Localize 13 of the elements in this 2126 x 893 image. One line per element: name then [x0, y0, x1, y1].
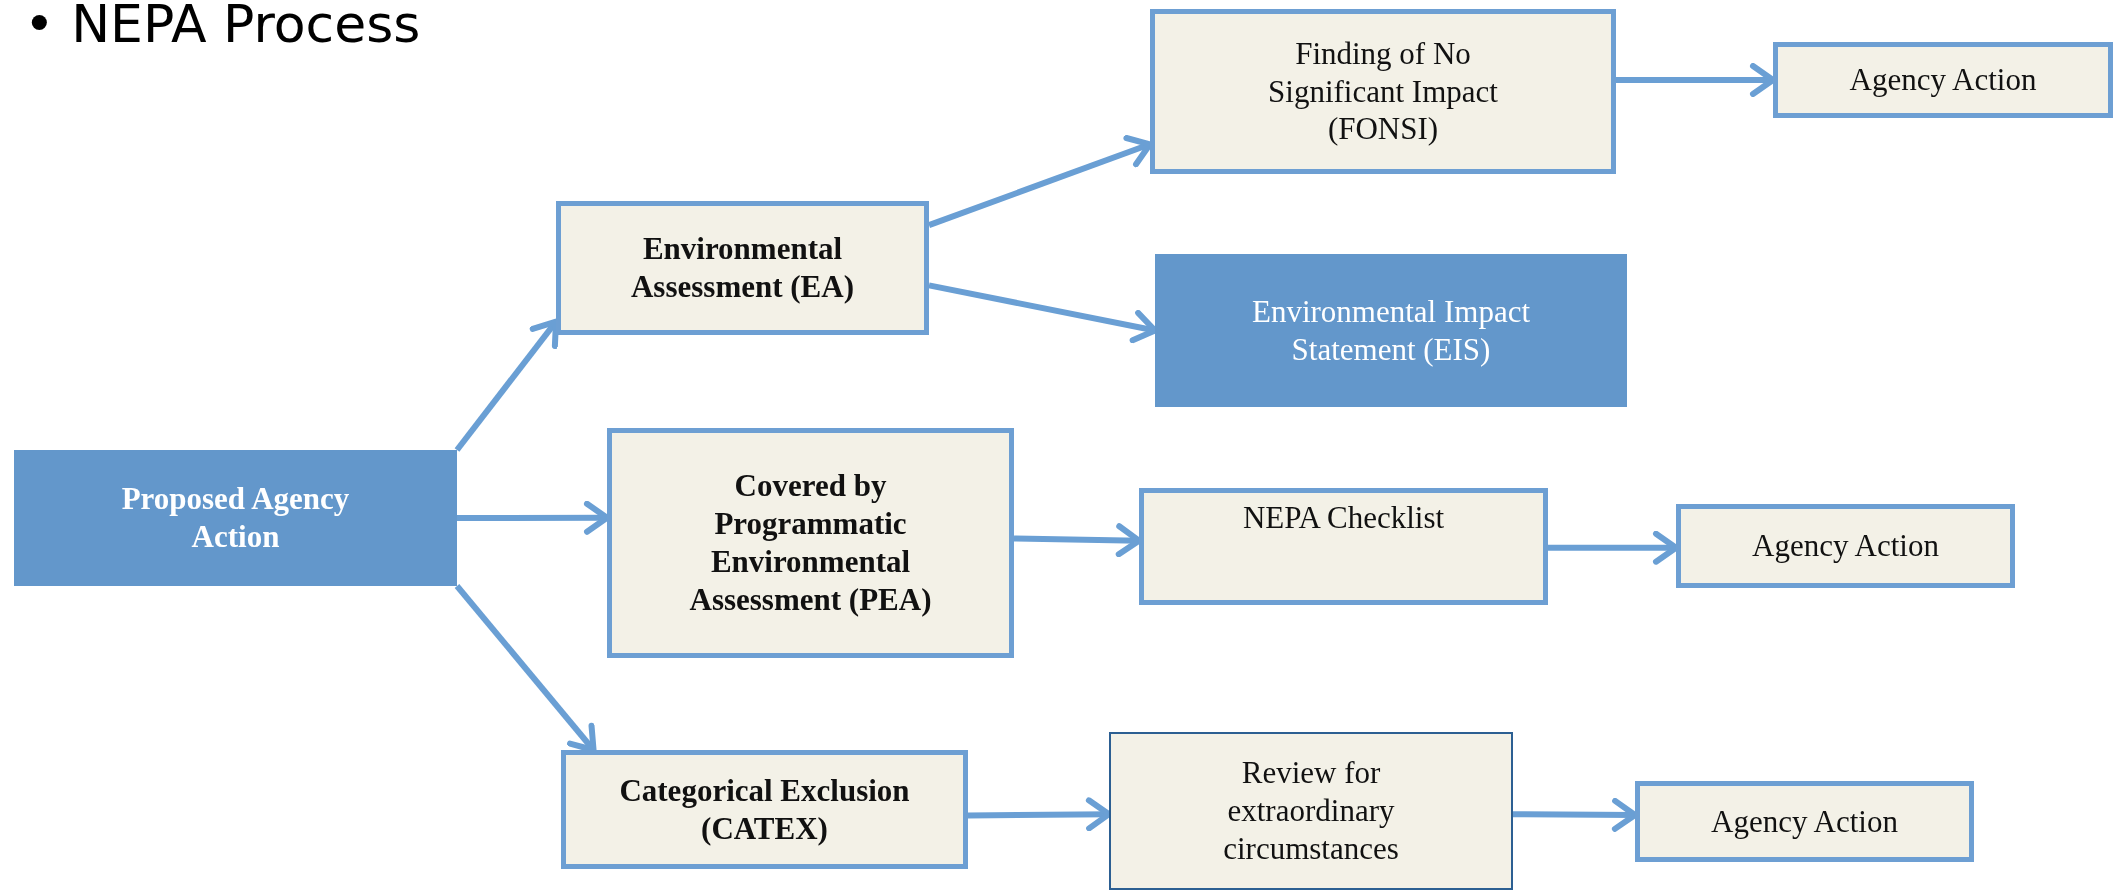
- arrow: [454, 318, 559, 452]
- process-box: Review for extraordinary circumstances: [1109, 732, 1513, 890]
- process-box: Agency Action: [1635, 781, 1974, 862]
- process-box: Agency Action: [1676, 504, 2015, 588]
- process-box: Environmental Assessment (EA): [556, 201, 929, 335]
- process-box: Categorical Exclusion (CATEX): [561, 750, 968, 869]
- filled-process-box: Environmental Impact Statement (EIS): [1155, 254, 1627, 407]
- process-box: Finding of No Significant Impact (FONSI): [1150, 9, 1616, 174]
- process-box: Covered by Programmatic Environmental Assessment (PEA): [607, 428, 1014, 658]
- filled-process-box: Proposed Agency Action: [14, 450, 457, 586]
- process-box: Agency Action: [1773, 42, 2113, 118]
- process-box: NEPA Checklist: [1139, 488, 1548, 605]
- slide-title: • NEPA Process: [24, 0, 421, 54]
